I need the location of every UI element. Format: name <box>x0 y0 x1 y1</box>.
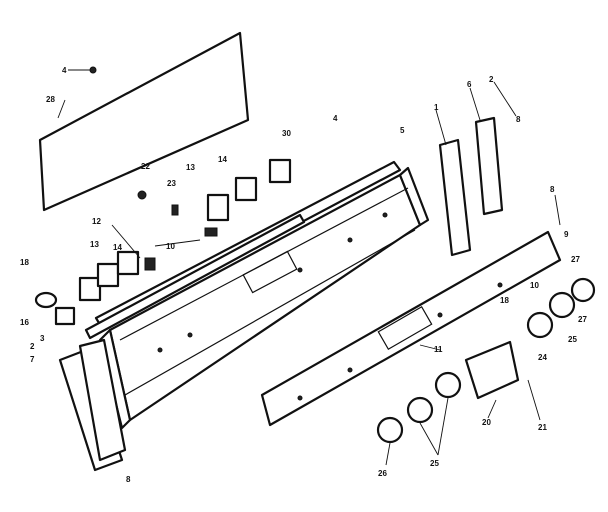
switch-13 <box>206 193 230 222</box>
callout-6: 6 <box>467 80 472 89</box>
switch-30 <box>268 158 292 184</box>
knob-25-a <box>434 371 462 399</box>
callout-10: 10 <box>166 242 175 251</box>
callout-22: 22 <box>141 162 150 171</box>
callout-24: 24 <box>538 353 547 362</box>
knob-25-c <box>526 311 554 339</box>
callout-27-top: 27 <box>571 255 580 264</box>
callout-21: 21 <box>538 423 547 432</box>
part-18-a <box>144 257 156 271</box>
callout-4-top: 4 <box>62 66 67 75</box>
callout-13: 13 <box>186 163 195 172</box>
callout-12-a: 12 <box>92 217 101 226</box>
knob-16 <box>34 291 58 309</box>
part-22 <box>137 190 147 200</box>
callout-27: 27 <box>578 315 587 324</box>
part-10 <box>204 227 218 237</box>
callout-8-right: 8 <box>550 185 555 194</box>
switch-14 <box>234 176 258 202</box>
callout-7: 7 <box>30 355 35 364</box>
left-end-cap <box>58 338 127 472</box>
trim-strips <box>84 160 402 340</box>
right-end-cap-a <box>438 138 472 257</box>
switch-16 <box>54 306 76 326</box>
callout-28: 28 <box>46 95 55 104</box>
knob-25-b <box>406 396 434 424</box>
switch-14-b <box>96 262 120 288</box>
callout-26: 26 <box>378 469 387 478</box>
switch-13-b <box>78 276 102 302</box>
knob-27 <box>548 291 576 319</box>
knob-26 <box>376 416 404 444</box>
screw-4-top <box>89 66 97 74</box>
callout-16: 16 <box>20 318 29 327</box>
callout-2-left: 2 <box>30 342 35 351</box>
callout-labels: 4 28 4 30 14 13 22 23 5 1 6 2 8 8 9 12 1… <box>20 66 587 484</box>
callout-4-mid: 4 <box>333 114 338 123</box>
callout-20: 20 <box>482 418 491 427</box>
callout-23: 23 <box>167 179 176 188</box>
front-control-panel <box>260 230 562 427</box>
rear-cover-panel <box>38 31 250 212</box>
callout-14-b: 14 <box>113 243 122 252</box>
callout-9: 9 <box>564 230 569 239</box>
callout-3-left: 3 <box>40 334 45 343</box>
leader-lines <box>68 69 561 466</box>
switch-bracket <box>464 340 520 400</box>
callout-14: 14 <box>218 155 227 164</box>
callout-2: 2 <box>489 75 494 84</box>
callout-8-bottom: 8 <box>126 475 131 484</box>
callout-13-b: 13 <box>90 240 99 249</box>
callout-18-left: 18 <box>20 258 29 267</box>
callout-5: 5 <box>400 126 405 135</box>
right-end-cap-b <box>474 116 504 216</box>
part-23 <box>171 204 179 216</box>
callout-30-top: 30 <box>282 129 291 138</box>
callout-11: 11 <box>434 345 443 354</box>
callout-10-right: 10 <box>530 281 539 290</box>
callout-18-right: 18 <box>500 296 509 305</box>
knob-27-b <box>570 277 596 303</box>
callout-25-right: 25 <box>568 335 577 344</box>
callout-25-bottom: 25 <box>430 459 439 468</box>
knobs <box>376 277 596 444</box>
switch-30-b <box>116 250 140 276</box>
callout-1: 1 <box>434 103 439 112</box>
callout-8-top: 8 <box>516 115 521 124</box>
switch-components <box>34 158 292 326</box>
